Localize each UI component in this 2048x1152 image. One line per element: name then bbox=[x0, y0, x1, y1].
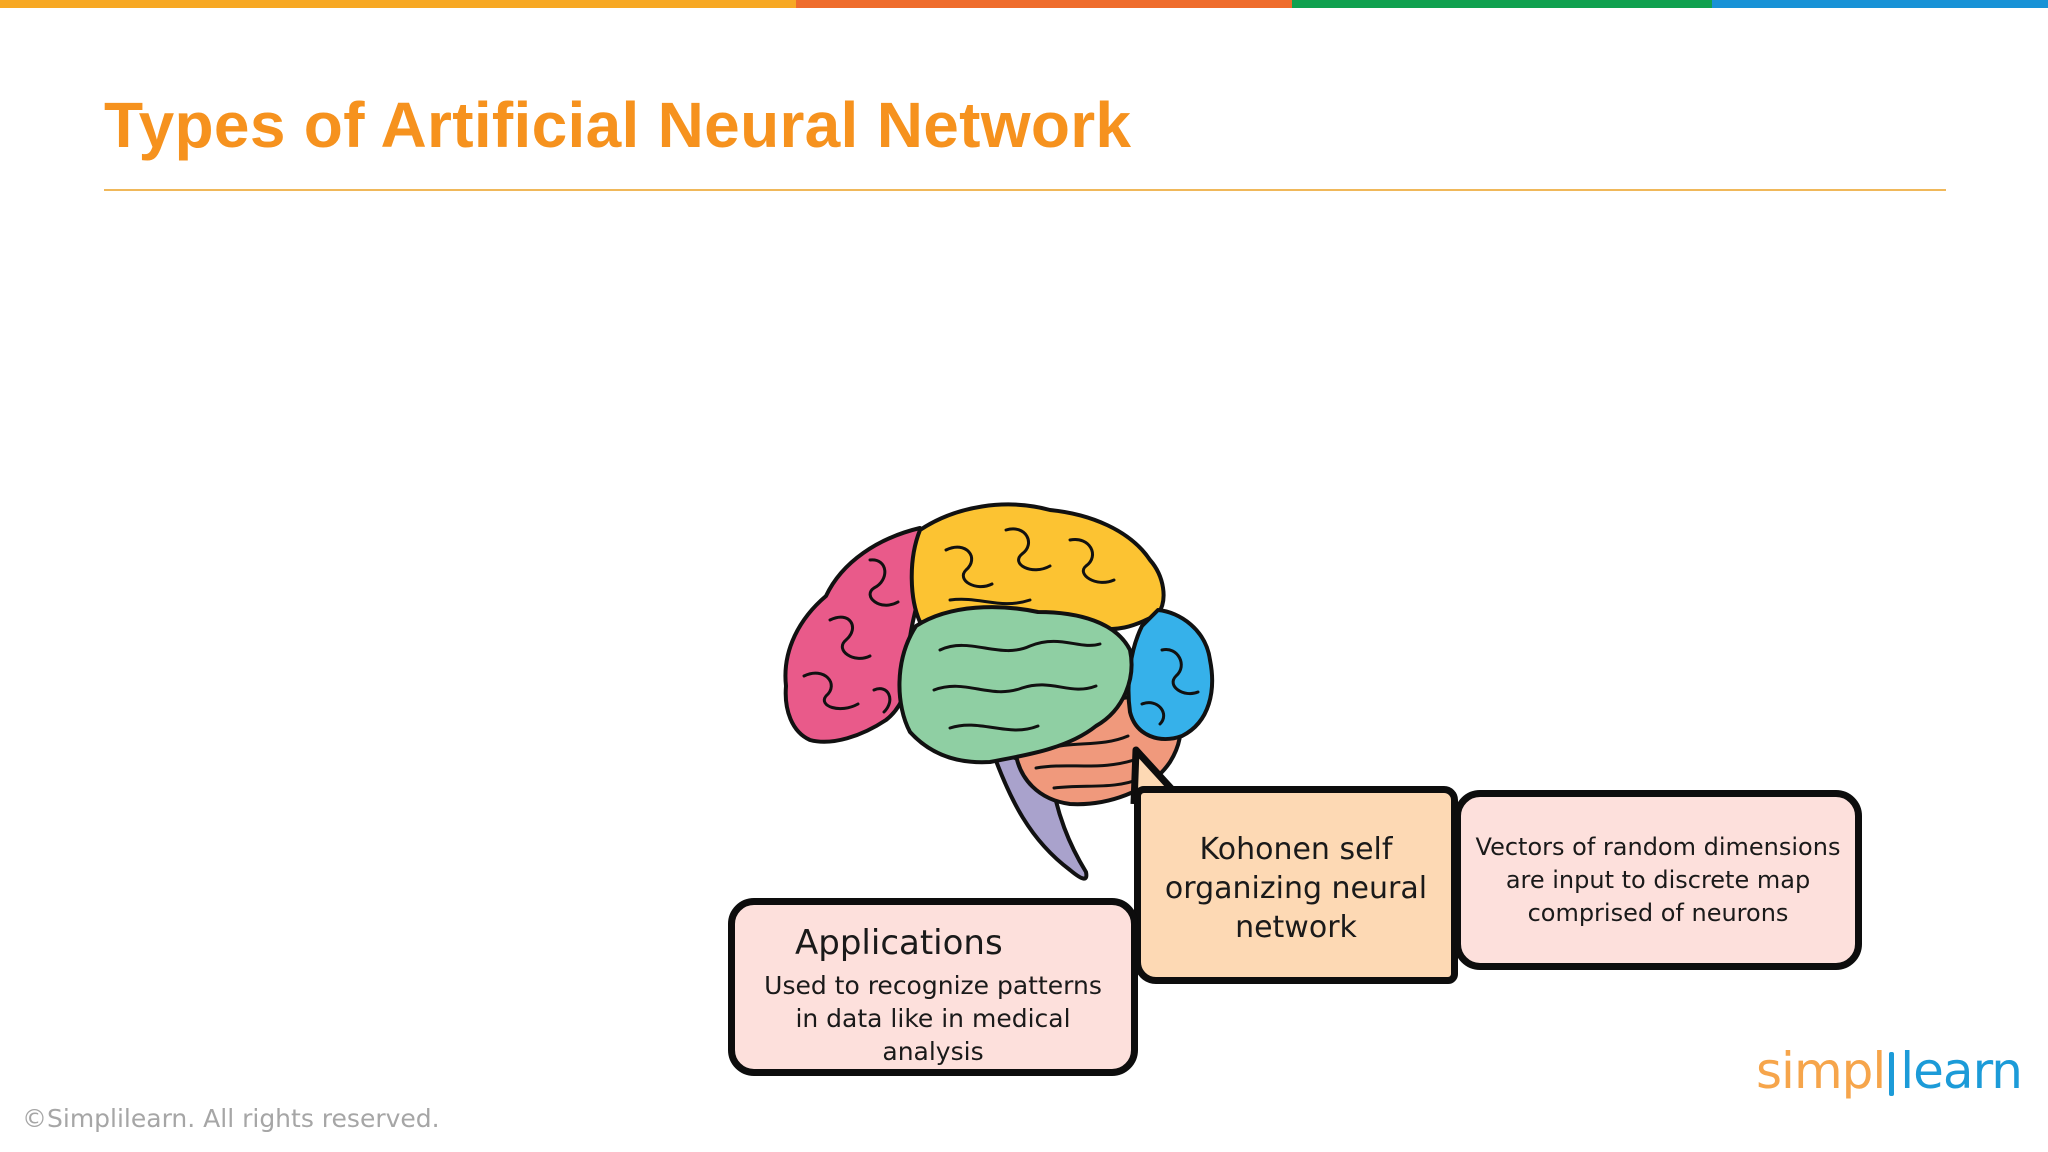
logo-text-part1: simpl bbox=[1756, 1042, 1886, 1100]
brain-occipital-lobe bbox=[1126, 608, 1215, 741]
title-divider bbox=[104, 189, 1946, 191]
accent-segment-orange bbox=[796, 0, 1292, 8]
slide-title: Types of Artificial Neural Network bbox=[104, 89, 1132, 161]
logo-text-part2: learn bbox=[1900, 1042, 2023, 1100]
accent-segment-green bbox=[1292, 0, 1712, 8]
description-text: Vectors of random dimensions are input t… bbox=[1475, 832, 1841, 927]
applications-body: Used to recognize patterns in data like … bbox=[764, 971, 1102, 1066]
kohonen-label-box: Kohonen self organizing neural network bbox=[1134, 786, 1458, 984]
description-box: Vectors of random dimensions are input t… bbox=[1454, 790, 1862, 970]
accent-segment-yellow bbox=[0, 0, 796, 8]
kohonen-label: Kohonen self organizing neural network bbox=[1164, 831, 1428, 945]
top-accent-bar bbox=[0, 0, 2048, 8]
applications-box: Applications Used to recognize patterns … bbox=[728, 898, 1138, 1076]
copyright-notice: ©Simplilearn. All rights reserved. bbox=[22, 1104, 440, 1133]
logo-bar-icon bbox=[1889, 1052, 1895, 1096]
applications-heading: Applications bbox=[795, 923, 1003, 963]
accent-segment-blue bbox=[1712, 0, 2048, 8]
brain-stem bbox=[990, 748, 1089, 881]
brain-illustration bbox=[783, 502, 1215, 881]
